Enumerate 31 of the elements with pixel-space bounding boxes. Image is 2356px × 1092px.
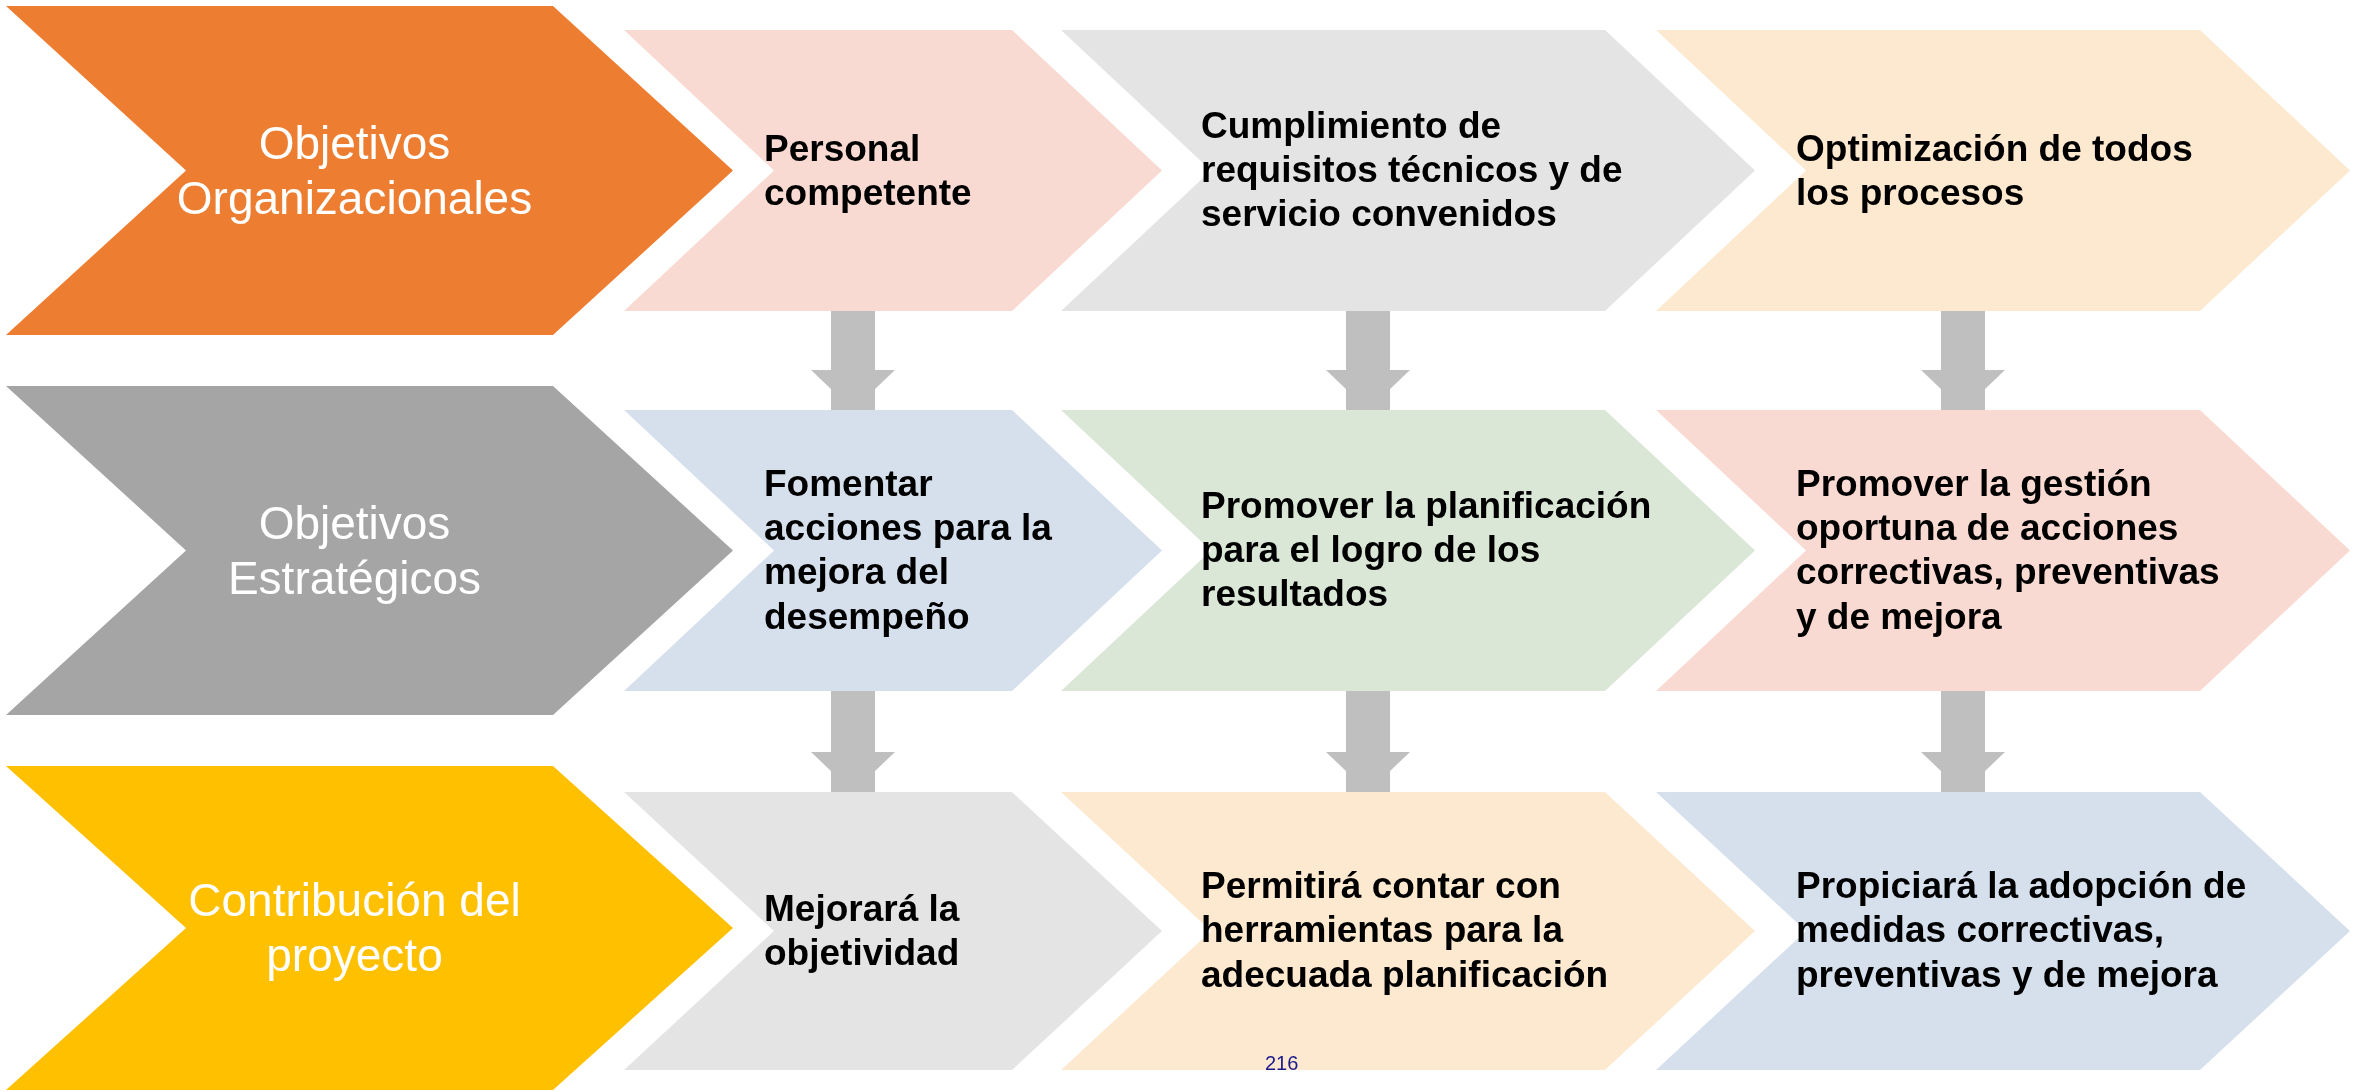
down-arrow (1326, 691, 1410, 792)
chevron-shape (624, 30, 1162, 311)
chevron-shape (6, 6, 733, 335)
chevron-shape (624, 410, 1162, 691)
down-arrow (811, 691, 895, 792)
row-heading: Contribución del proyecto (187, 872, 522, 983)
down-arrow (1326, 311, 1410, 410)
down-arrow (1921, 311, 2005, 410)
page-number: 216 (1265, 1052, 1299, 1075)
chevron-text: Propiciará la adopción de medidas correctivas, preventivas y de mejora (1796, 864, 2248, 998)
chevron-text: Cumplimiento de requisitos técnicos y de servicio convenidos (1201, 103, 1624, 237)
chevron-shape (1656, 792, 2350, 1070)
chevron-text: Permitirá contar con herramientas para la adecuada planificación (1201, 864, 1610, 998)
chevron-text: Promover la planificación para el logro de los resultados (1201, 483, 1653, 617)
chevron-shape (6, 766, 733, 1090)
chevron-shape (1061, 792, 1755, 1070)
chevron-shape (6, 386, 733, 715)
chevron-shape (1061, 410, 1755, 691)
down-arrow (811, 311, 895, 410)
chevron-shape (1656, 30, 2350, 311)
chevron-shape (624, 792, 1162, 1070)
chevron-text: Mejorará la objetividad (764, 886, 961, 975)
down-arrow (1921, 691, 2005, 792)
chevron-shape (1061, 30, 1755, 311)
chevron-shape (1656, 410, 2350, 691)
chevron-text: Personal competente (764, 126, 973, 215)
chevron-text: Promover la gestión oportuna de acciones correctivas, preventivas y de mejora (1796, 461, 2221, 639)
chevron-text: Optimización de todos los procesos (1796, 126, 2194, 215)
row-heading: Objetivos Estratégicos (226, 495, 483, 606)
row-heading: Objetivos Organizacionales (176, 115, 533, 226)
chevron-text: Fomentar acciones para la mejora del desempeño (764, 461, 1053, 639)
